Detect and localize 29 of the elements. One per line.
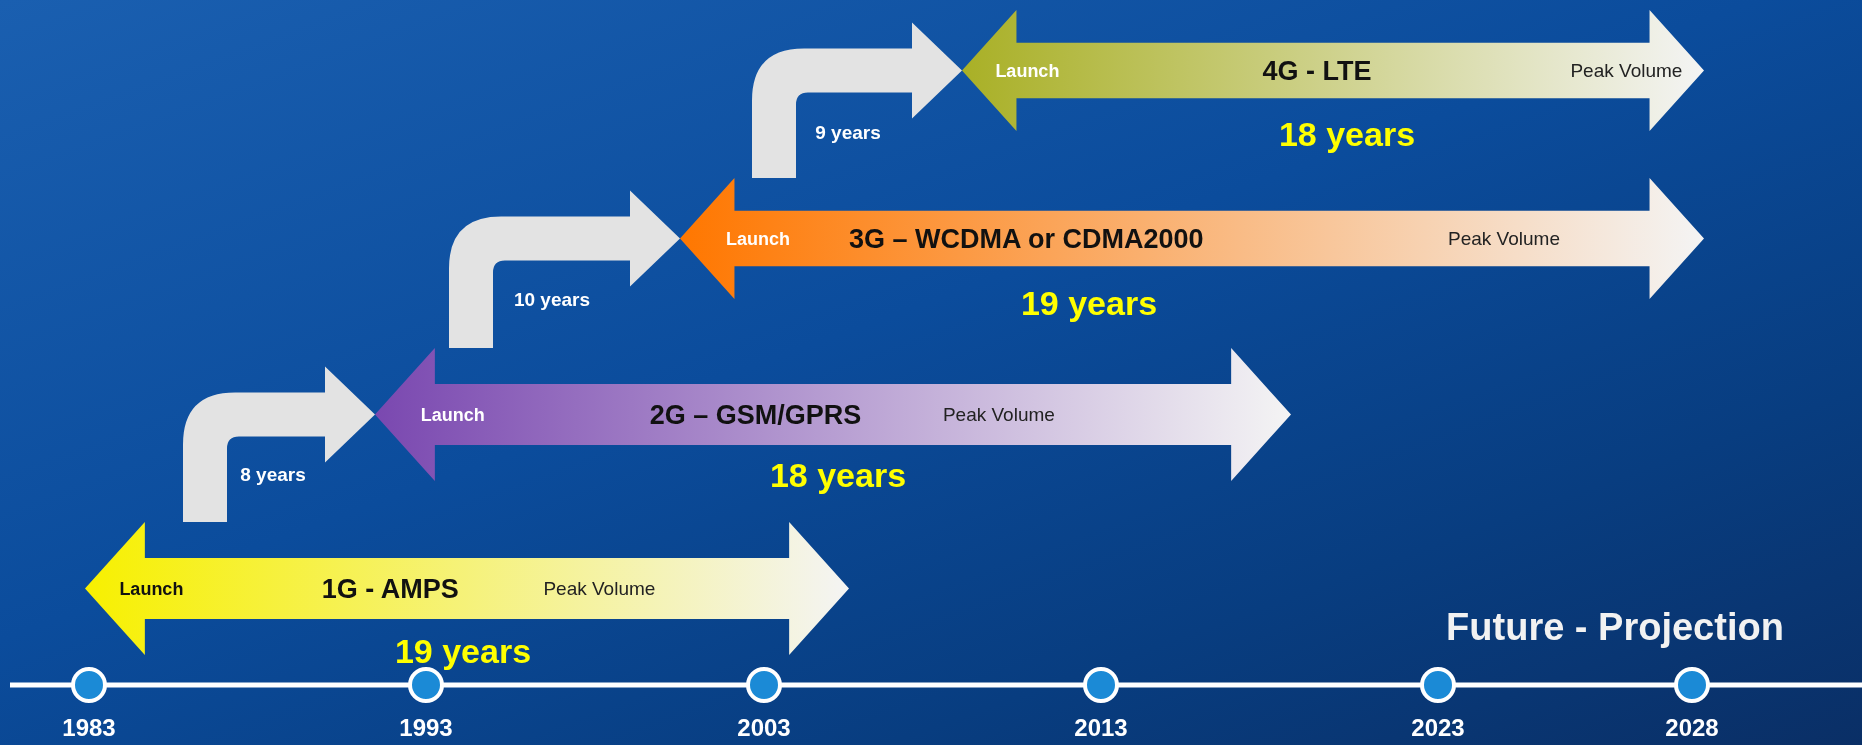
edge-label: 8 years [240,464,306,486]
generation-title: 4G - LTE [1262,55,1372,86]
duration-label: 19 years [394,631,532,671]
elbow-arrow [183,366,375,522]
generation-title: 3G – WCDMA or CDMA2000 [848,223,1204,254]
year-label: 1993 [399,714,453,742]
projection-label: Future - Projection [1446,605,1784,649]
launch-label: Launch [726,228,791,249]
peak-volume-label: Peak Volume [942,403,1055,426]
year-label: 2013 [1074,714,1128,742]
year-label: 1983 [62,714,116,742]
year-label: 2028 [1665,714,1719,742]
duration-label: 19 years [1020,283,1158,323]
generation-title: 2G – GSM/GPRS [649,399,862,430]
peak-volume-label: Peak Volume [543,577,656,600]
duration-label: 18 years [769,455,907,495]
elbow-arrow [449,190,680,348]
launch-label: Launch [420,404,485,425]
launch-label: Launch [119,578,184,599]
launch-label: Launch [995,60,1060,81]
peak-volume-label: Peak Volume [1448,227,1560,250]
year-label: 2023 [1411,714,1465,742]
elbow-arrow [752,22,962,178]
duration-label: 18 years [1278,114,1416,154]
generation-title: 1G - AMPS [321,573,459,604]
edge-label: 9 years [815,122,881,144]
year-label: 2003 [737,714,791,742]
peak-volume-label: Peak Volume [1570,59,1683,82]
edge-label: 10 years [513,289,591,311]
